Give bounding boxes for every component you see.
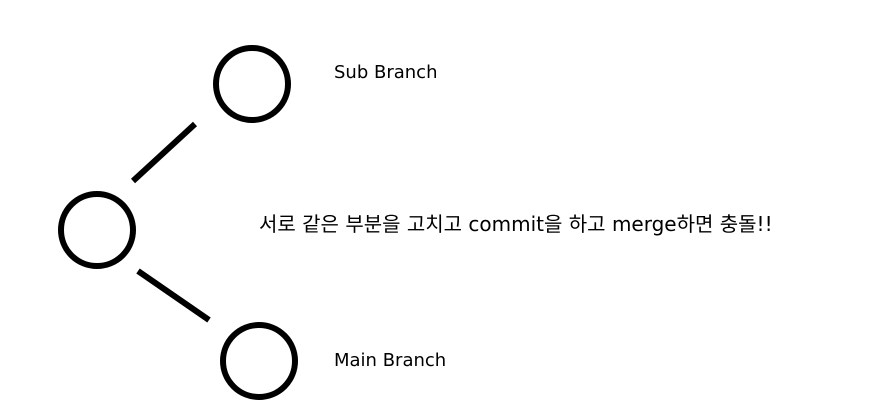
origin-node <box>58 191 136 269</box>
conflict-note: 서로 같은 부분을 고치고 commit을 하고 merge하면 충돌!! <box>259 212 773 236</box>
edge-origin-to-sub <box>130 121 198 184</box>
main-branch-label: Main Branch <box>334 350 447 371</box>
edge-origin-to-main <box>136 268 211 323</box>
sub-branch-node <box>213 45 291 123</box>
main-branch-node <box>220 322 298 400</box>
sub-branch-label: Sub Branch <box>334 62 438 83</box>
